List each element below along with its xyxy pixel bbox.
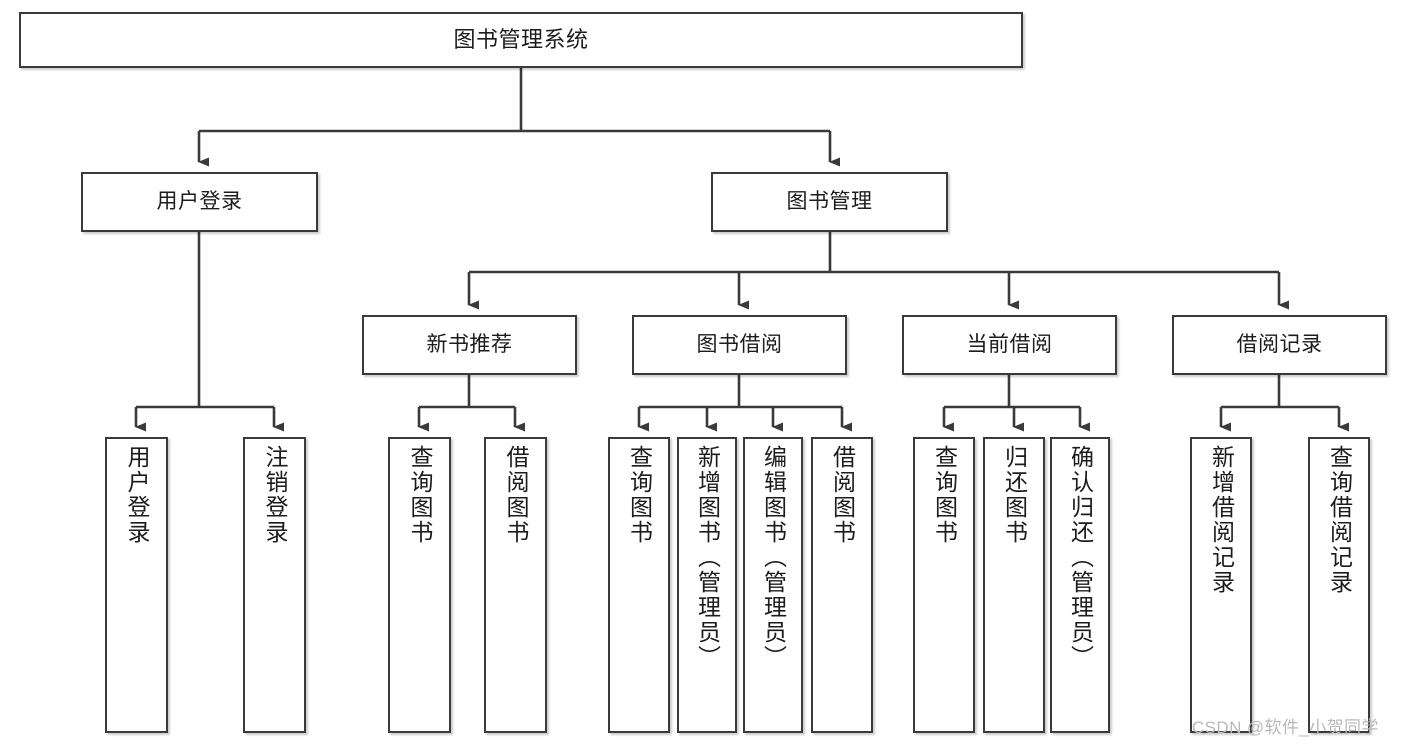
leaf-node-query-book-borrow[interactable]: 查询图书	[608, 437, 670, 733]
node-label: 查询图书	[626, 445, 653, 545]
node-book-management[interactable]: 图书管理	[711, 172, 948, 232]
leaf-node-add-borrow-record[interactable]: 新增借阅记录	[1190, 437, 1252, 733]
node-label: 图书管理	[786, 189, 873, 213]
node-label: 新书推荐	[426, 332, 513, 356]
leaf-node-query-book-current[interactable]: 查询图书	[913, 437, 975, 733]
node-label: 当前借阅	[966, 332, 1053, 356]
node-borrow-record[interactable]: 借阅记录	[1172, 315, 1387, 375]
leaf-node-logout[interactable]: 注销登录	[243, 437, 306, 733]
connector-userlogin-to-leaves	[134, 232, 284, 432]
node-label: 借阅记录	[1236, 332, 1323, 356]
node-current-borrow[interactable]: 当前借阅	[902, 315, 1117, 375]
node-label: 借阅图书	[503, 445, 529, 545]
leaf-node-add-book-admin[interactable]: 新增图书（管理员）	[677, 437, 737, 733]
connector-bookborrow-to-leaves	[637, 375, 852, 432]
node-label: 查询借阅记录	[1326, 445, 1353, 595]
connector-currentborrow-to-leaves	[942, 375, 1090, 432]
node-label: 确认归还（管理员）	[1067, 445, 1094, 670]
node-user-login[interactable]: 用户登录	[81, 172, 318, 232]
node-label: 用户登录	[156, 189, 243, 213]
node-book-borrow[interactable]: 图书借阅	[632, 315, 847, 375]
leaf-node-return-book[interactable]: 归还图书	[983, 437, 1045, 733]
node-new-book-recommendation[interactable]: 新书推荐	[362, 315, 577, 375]
leaf-node-query-borrow-record[interactable]: 查询借阅记录	[1308, 437, 1370, 733]
leaf-node-confirm-return-admin[interactable]: 确认归还（管理员）	[1050, 437, 1110, 733]
node-label: 图书借阅	[696, 332, 783, 356]
leaf-node-edit-book-admin[interactable]: 编辑图书（管理员）	[743, 437, 803, 733]
node-label: 编辑图书（管理员）	[760, 445, 787, 670]
leaf-node-user-login[interactable]: 用户登录	[105, 437, 168, 733]
node-root-book-management-system[interactable]: 图书管理系统	[19, 12, 1023, 68]
node-label: 注销登录	[262, 445, 288, 545]
node-label: 图书管理系统	[453, 27, 589, 53]
connector-newbook-to-leaves	[417, 375, 525, 432]
node-label: 查询图书	[931, 445, 958, 545]
connector-root-to-level2	[197, 68, 840, 167]
leaf-node-borrow-book[interactable]: 借阅图书	[811, 437, 873, 733]
leaf-node-borrow-book-recommend[interactable]: 借阅图书	[484, 437, 547, 733]
connector-borrowrecord-to-leaves	[1219, 375, 1349, 432]
node-label: 查询图书	[407, 445, 433, 545]
leaf-node-query-book-recommend[interactable]: 查询图书	[388, 437, 451, 733]
node-label: 归还图书	[1001, 445, 1028, 545]
node-label: 新增图书（管理员）	[694, 445, 721, 670]
connector-bookmanage-to-level3	[467, 232, 1289, 310]
node-label: 用户登录	[124, 445, 150, 545]
node-label: 借阅图书	[829, 445, 856, 545]
node-label: 新增借阅记录	[1208, 445, 1235, 595]
